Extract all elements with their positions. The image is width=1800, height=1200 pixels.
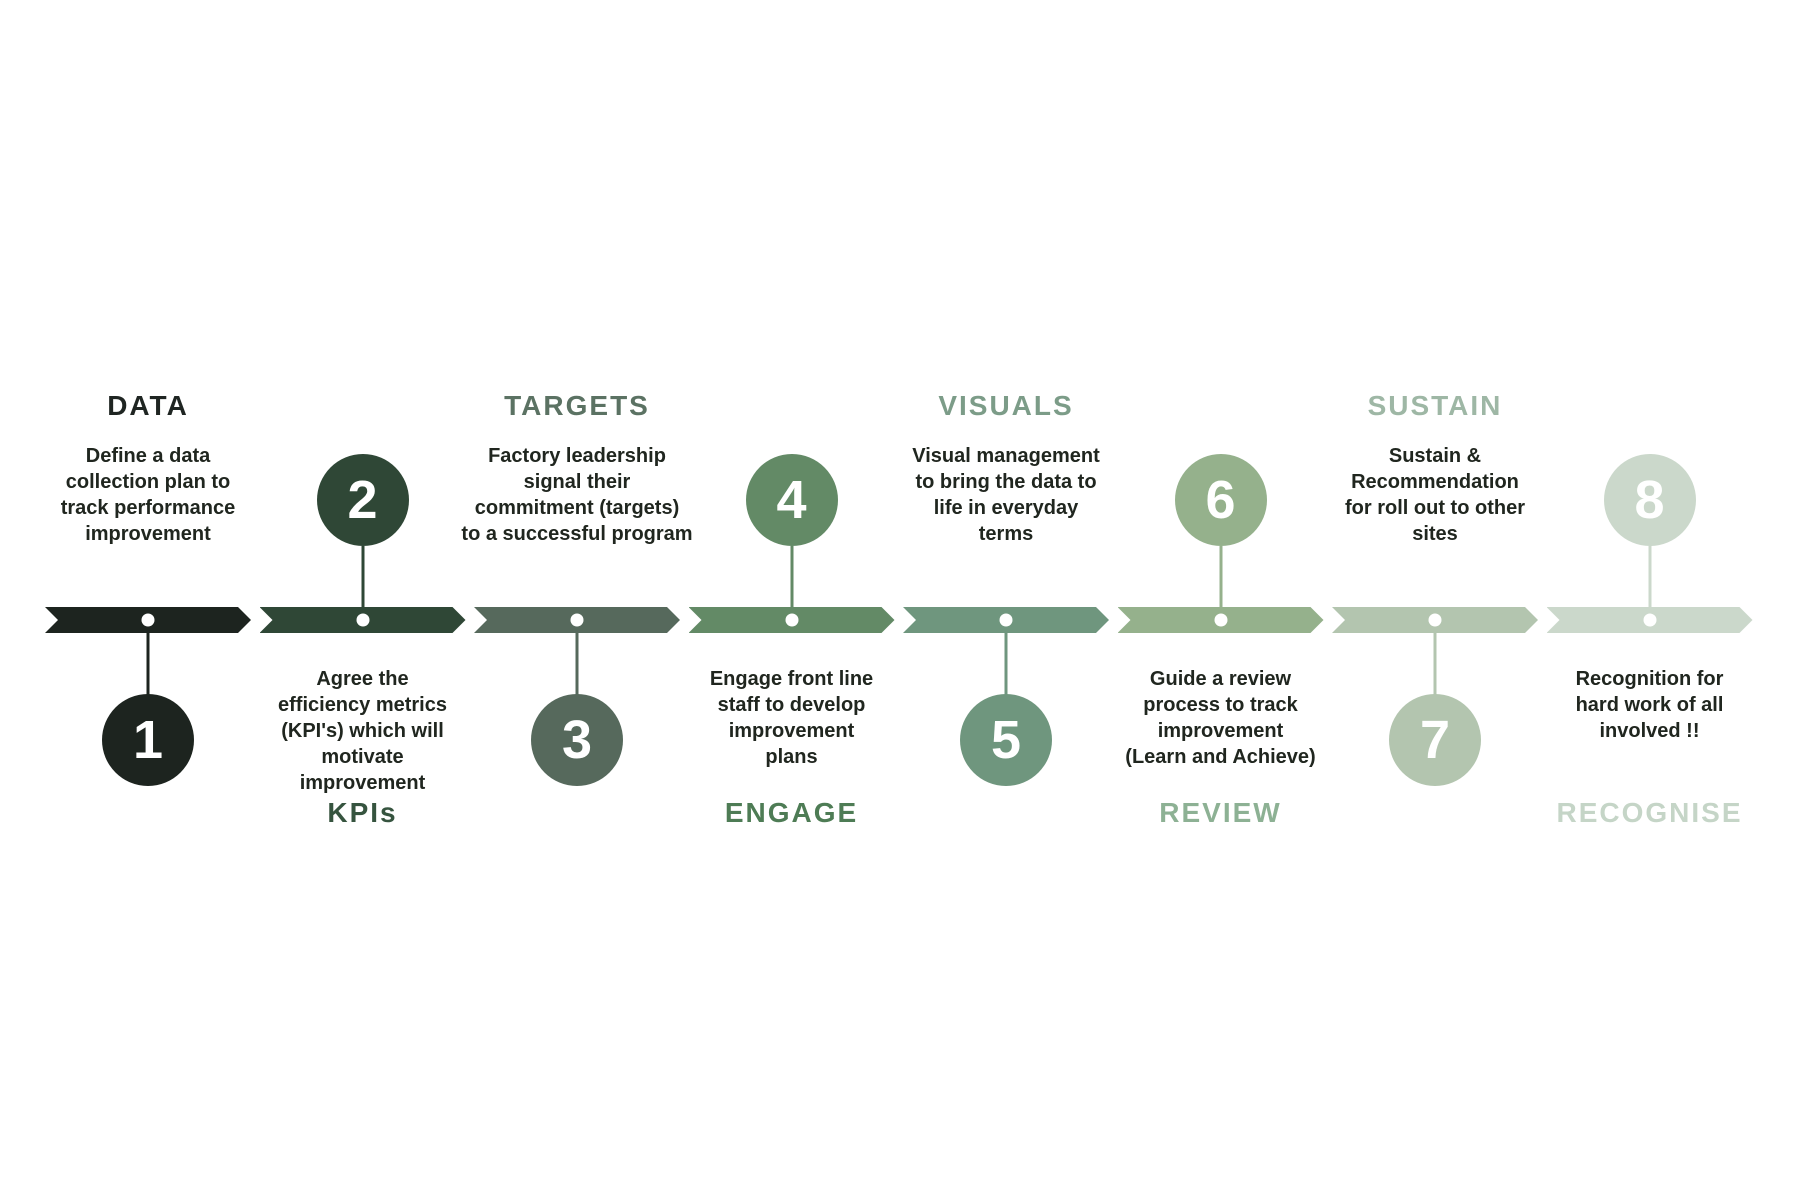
- timeline-node-dot: [785, 613, 798, 627]
- step-number-badge: 2: [316, 454, 409, 546]
- step-connector-line: [361, 546, 364, 608]
- step-description: Engage front line staff to develop impro…: [709, 668, 874, 768]
- step-number: 7: [1419, 710, 1451, 770]
- step-number-badge: 8: [1603, 454, 1696, 546]
- step-title: SUSTAIN: [1367, 390, 1503, 421]
- step-description: Define a data collection plan to track p…: [60, 445, 236, 545]
- step-title: ENGAGE: [724, 797, 859, 828]
- step-connector-line: [1648, 546, 1651, 608]
- timeline-node-dot: [570, 613, 584, 627]
- timeline-node-dot: [1214, 613, 1227, 627]
- timeline-node-dot: [1643, 613, 1656, 627]
- step-number: 2: [347, 470, 378, 530]
- step-description: Factory leadership signal their commitme…: [461, 445, 693, 545]
- step-title: KPIs: [327, 797, 398, 828]
- step-description: Agree the efficiency metrics (KPI's) whi…: [278, 668, 447, 794]
- step-connector-line: [1219, 546, 1222, 608]
- step-title: DATA: [107, 390, 189, 421]
- timeline-node-dot: [141, 613, 155, 627]
- step-number-badge: 6: [1174, 454, 1267, 546]
- step-description: Recognition for hard work of all involve…: [1575, 668, 1724, 742]
- step-number-badge: 1: [102, 694, 194, 786]
- step-description: Guide a review process to track improvem…: [1125, 668, 1316, 768]
- step-title: TARGETS: [504, 390, 650, 421]
- step-connector-line: [1004, 632, 1008, 695]
- step-title: REVIEW: [1159, 797, 1282, 828]
- timeline-node-dot: [1428, 613, 1442, 627]
- step-connector-line: [575, 632, 579, 695]
- step-description: Sustain & Recommendation for roll out to…: [1345, 445, 1525, 545]
- step-number: 6: [1205, 470, 1236, 530]
- step-connector-line: [1433, 632, 1437, 695]
- step-number: 5: [990, 710, 1022, 770]
- step-description: Visual management to bring the data to l…: [912, 445, 1100, 545]
- step-number: 1: [132, 710, 164, 770]
- step-number-badge: 5: [960, 694, 1052, 786]
- step-number: 4: [776, 470, 807, 530]
- step-title: RECOGNISE: [1556, 797, 1743, 828]
- step-number-badge: 4: [745, 454, 838, 546]
- step-connector-line: [146, 632, 150, 695]
- timeline-node-dot: [999, 613, 1013, 627]
- step-connector-line: [790, 546, 793, 608]
- step-number: 3: [561, 710, 593, 770]
- step-number-badge: 7: [1389, 694, 1481, 786]
- step-number: 8: [1634, 470, 1665, 530]
- timeline-node-dot: [356, 613, 369, 627]
- step-title: VISUALS: [938, 390, 1074, 421]
- step-number-badge: 3: [531, 694, 623, 786]
